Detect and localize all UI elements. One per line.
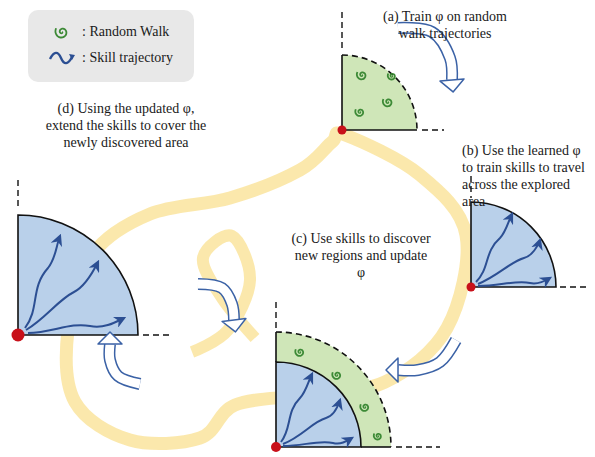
- step-annotation: (d) Using the updated φ, extend the skil…: [40, 100, 212, 151]
- arrow-head: [440, 79, 464, 92]
- legend-sample: [48, 47, 76, 69]
- origin-dot: [12, 329, 25, 342]
- arrow-outline: [109, 344, 140, 384]
- axis-stub: [341, 12, 342, 50]
- legend-box: : Random Walk : Skill trajectory: [28, 10, 194, 82]
- axis-stub: [396, 446, 440, 447]
- arrow-outline: [198, 284, 234, 320]
- skill-trajectory: [26, 262, 98, 330]
- skill-trajectory: [283, 400, 340, 444]
- step-annotation: (c) Use skills to discover new regions a…: [290, 230, 432, 281]
- arrow-outline: [398, 340, 456, 371]
- origin-dot: [271, 442, 281, 452]
- loop-band: [192, 235, 255, 352]
- random-walk-spiral: [383, 99, 392, 106]
- skill-region: [471, 202, 556, 287]
- random-walk-spiral: [388, 74, 395, 80]
- legend-entry: : Skill trajectory: [48, 45, 194, 71]
- new-region: [276, 332, 391, 447]
- random-walk-spiral: [357, 72, 366, 79]
- region-edge: [361, 446, 391, 448]
- axis-stub: [422, 129, 444, 130]
- arrow-body: [109, 344, 140, 384]
- trajectory-wave: [50, 53, 72, 63]
- region-edge: [342, 55, 417, 130]
- random-walk-spiral: [374, 434, 381, 440]
- arrow-body: [398, 340, 456, 371]
- random-walk-spiral: [355, 109, 363, 116]
- legend-sample: [48, 21, 76, 43]
- skill-trajectory: [283, 438, 352, 446]
- skill-trajectory: [25, 236, 60, 328]
- frontier-arc: [276, 332, 391, 447]
- cycle-arrow: [386, 340, 456, 382]
- axis-stub: [143, 334, 172, 335]
- legend-label: : Random Walk: [82, 24, 169, 40]
- origin-dot: [467, 283, 476, 292]
- skill-trajectory: [476, 214, 512, 282]
- cycle-arrow: [98, 332, 140, 384]
- skill-region: [276, 362, 361, 447]
- random-walk-spiral: [360, 404, 368, 411]
- random-walk-spiral: [295, 349, 303, 356]
- arrow-head: [386, 358, 398, 382]
- arrow-body: [198, 284, 234, 320]
- frontier-arc: [342, 55, 417, 130]
- arrow-head: [98, 332, 122, 344]
- arrow-head: [222, 319, 246, 332]
- axis-stub: [275, 302, 276, 328]
- skill-trajectory: [478, 240, 540, 284]
- step-annotation: (a) Train φ on random walk trajectories: [370, 8, 520, 42]
- arrowhead: [69, 54, 75, 60]
- explored-region: [342, 55, 417, 130]
- origin-dot: [338, 126, 347, 135]
- skill-trajectory: [478, 278, 550, 286]
- legend-entry: : Random Walk: [48, 19, 194, 45]
- axis-stub: [560, 286, 590, 287]
- skill-trajectory: [281, 374, 312, 442]
- cycle-arrow: [198, 284, 246, 332]
- random-walk-spiral: [55, 28, 66, 37]
- step-annotation: (b) Use the learned φ to train skills to…: [462, 142, 590, 210]
- legend-label: : Skill trajectory: [82, 50, 173, 66]
- region-edge: [275, 332, 277, 362]
- skill-region: [18, 215, 138, 335]
- skill-trajectory: [28, 318, 124, 333]
- random-walk-spiral: [332, 372, 340, 379]
- axis-stub: [17, 180, 18, 210]
